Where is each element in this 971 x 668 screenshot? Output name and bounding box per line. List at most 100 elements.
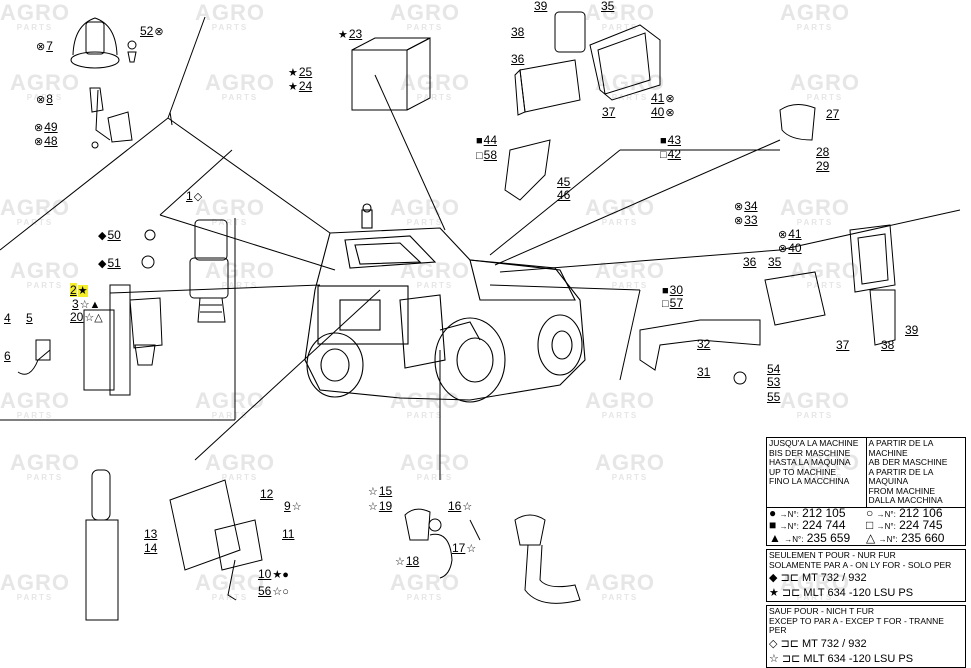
callout-number: 10 — [258, 567, 272, 581]
callout-c42: □42 — [660, 148, 681, 161]
callout-number: 8 — [46, 92, 53, 106]
callout-c5: 5 — [26, 312, 33, 324]
callout-number: 15 — [378, 484, 393, 498]
callout-number: 38 — [881, 338, 895, 352]
callout-c35a: 35 — [601, 0, 614, 12]
callout-c43: ■43 — [660, 134, 681, 147]
callout-c7: ⊗7 — [36, 40, 53, 53]
callout-prefix-mark: ☆ — [368, 486, 378, 498]
callout-number: 55 — [767, 390, 781, 404]
callout-number: 13 — [144, 527, 158, 541]
callout-number: 36 — [743, 255, 757, 269]
callout-number: 46 — [557, 188, 571, 202]
callout-number: 38 — [511, 25, 525, 39]
callout-prefix-mark: ☆ — [395, 556, 405, 568]
callout-c30: ■30 — [662, 284, 683, 297]
callout-c53: 53 — [767, 376, 780, 388]
callout-number: 17 — [452, 541, 466, 555]
callout-number: 33 — [744, 213, 758, 227]
callout-c14: 14 — [144, 542, 157, 554]
callout-number: 40 — [651, 105, 665, 119]
callout-c52: 52⊗ — [140, 25, 164, 38]
callout-number: 30 — [669, 283, 684, 297]
callout-number: 7 — [46, 39, 53, 53]
except-for-models: ◇ ⊐⊏ MT 732 / 932☆ ⊐⊏ MLT 634 -120 LSU P… — [766, 636, 966, 668]
callout-c37a: 37 — [602, 106, 615, 118]
callout-prefix-mark: ☆ — [368, 501, 378, 513]
callout-number: 34 — [744, 199, 758, 213]
callout-prefix-mark: ⊗ — [34, 136, 44, 148]
callout-suffix-mark: ☆○ — [272, 586, 289, 598]
callout-number: 20 — [70, 310, 84, 324]
callout-c9: 9☆ — [284, 500, 302, 513]
callout-number: 41 — [788, 227, 802, 241]
callout-c23: ★23 — [338, 28, 362, 41]
callout-prefix-mark: □ — [660, 149, 667, 161]
callout-prefix-mark: ⊗ — [36, 41, 46, 53]
callout-number: 39 — [905, 323, 919, 337]
callout-suffix-mark: ★ — [77, 285, 88, 297]
callout-number: 18 — [405, 554, 420, 568]
callout-number: 27 — [826, 107, 840, 121]
callout-suffix-mark: ☆ — [291, 501, 302, 513]
callout-prefix-mark: ★ — [288, 67, 298, 79]
callout-number: 50 — [107, 228, 121, 242]
callout-prefix-mark: ⊗ — [734, 201, 744, 213]
callout-suffix-mark: ⊗ — [665, 93, 675, 105]
callout-prefix-mark: ⊗ — [734, 215, 744, 227]
work-light-top-drawing — [351, 11, 816, 201]
callout-number: 24 — [298, 79, 313, 93]
callout-c41b: ⊗41 — [778, 228, 802, 241]
callout-number: 6 — [4, 349, 11, 363]
callout-prefix-mark: ⊗ — [34, 122, 44, 134]
callout-suffix-mark: ◇ — [193, 191, 203, 203]
callout-number: 1 — [186, 189, 193, 203]
callout-number: 41 — [651, 91, 665, 105]
serial-row: ● →N°: 212 105○ →N°: 212 106 — [769, 505, 943, 520]
callout-c49: ⊗49 — [34, 121, 58, 134]
callout-number: 51 — [107, 256, 121, 270]
callout-c32: 32 — [697, 338, 710, 350]
callout-number: 39 — [534, 0, 548, 13]
callout-number: 36 — [511, 52, 525, 66]
model-entry: ★ ⊐⊏ MLT 634 -120 LSU PS — [769, 587, 914, 599]
callout-c51: ◆51 — [98, 257, 121, 270]
callout-c54: 54 — [767, 363, 780, 375]
callout-prefix-mark: ■ — [660, 135, 667, 147]
callout-c45: 45 — [557, 176, 570, 188]
callout-c11: 11 — [282, 528, 294, 540]
serial-row: ▲ →N°: 235 659△ →N°: 235 660 — [769, 530, 945, 545]
callout-number: 40 — [788, 241, 802, 255]
callout-number: 9 — [284, 499, 291, 513]
only-for-models: ◆ ⊐⊏ MT 732 / 932★ ⊐⊏ MLT 634 -120 LSU P… — [766, 571, 966, 602]
callout-number: 12 — [260, 487, 274, 501]
callout-number: 14 — [144, 541, 158, 555]
callout-c36a: 36 — [511, 53, 524, 65]
callout-prefix-mark: ■ — [476, 135, 483, 147]
telehandler-machine — [304, 203, 586, 403]
callout-c55: 55 — [767, 391, 780, 403]
callout-c2: 2★ — [70, 283, 88, 297]
work-light-right-drawing — [639, 224, 896, 385]
callout-number: 5 — [26, 311, 33, 325]
callout-prefix-mark: □ — [662, 298, 669, 310]
callout-number: 4 — [4, 311, 11, 325]
callout-c3: 3☆▲ — [72, 298, 100, 311]
callout-prefix-mark: ⊗ — [36, 94, 46, 106]
callout-c35b: 35 — [768, 256, 781, 268]
callout-c1: 1◇ — [186, 190, 202, 203]
callout-suffix-mark: ⊗ — [154, 26, 164, 38]
callout-number: 32 — [697, 337, 711, 351]
callout-prefix-mark: ■ — [662, 285, 669, 297]
callout-c8: ⊗8 — [36, 93, 53, 106]
callout-number: 29 — [816, 159, 830, 173]
callout-prefix-mark: ★ — [288, 81, 298, 93]
switch-assembly-drawing — [17, 219, 229, 396]
callout-c20: 20☆△ — [70, 311, 103, 324]
callout-c56: 56☆○ — [258, 585, 289, 598]
callout-number: 43 — [667, 133, 682, 147]
callout-prefix-mark: ⊗ — [778, 229, 788, 241]
